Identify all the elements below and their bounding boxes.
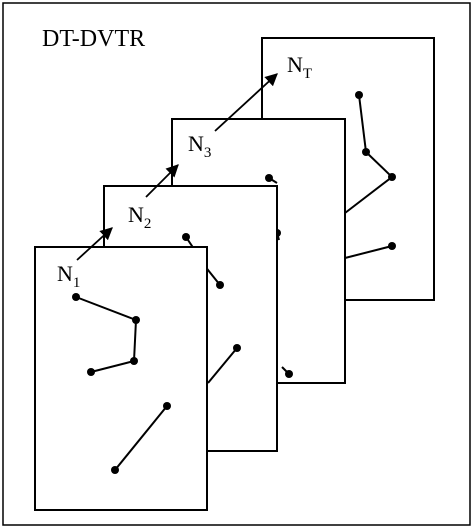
track-node (355, 91, 363, 99)
track-node (362, 148, 370, 156)
layer-n-1-label: N1 (57, 261, 80, 291)
arrow-n1-to-n2 (76, 227, 113, 261)
layer-n-1-label-sub: 1 (73, 275, 81, 291)
layer-n-1: N1 (34, 246, 208, 511)
layer-n-t-label-sub: T (303, 66, 312, 82)
layer-n-t-tracks (344, 94, 394, 259)
track-polyline (344, 94, 394, 214)
layer-n-t-nodes (355, 91, 396, 250)
layer-n-2-nodes (182, 233, 241, 352)
layer-n-t-label-base: N (287, 52, 303, 77)
layer-n-2-label-base: N (128, 202, 144, 227)
progression-arrows (76, 73, 278, 261)
track-node (216, 281, 224, 289)
track-node (87, 368, 95, 376)
track-polyline (75, 296, 138, 373)
layer-n-1-tracks (75, 296, 168, 471)
track-node (285, 370, 293, 378)
track-segment (207, 347, 238, 384)
track-node (233, 344, 241, 352)
track-node (132, 316, 140, 324)
diagram-title: DT-DVTR (42, 26, 145, 52)
layer-n-3-label-sub: 3 (204, 145, 212, 161)
track-node (182, 233, 190, 241)
layer-n-3-label: N3 (188, 131, 211, 161)
arrow-n3-to-nt (214, 73, 278, 132)
layer-n-3-label-base: N (188, 131, 204, 156)
track-node (388, 242, 396, 250)
track-node (163, 402, 171, 410)
track-node (130, 357, 138, 365)
track-node (388, 173, 396, 181)
layer-n-2-label-sub: 2 (144, 216, 152, 232)
layer-n-1-frame (34, 246, 208, 511)
track-node (72, 293, 80, 301)
layer-n-1-nodes (72, 293, 171, 474)
track-node (265, 174, 273, 182)
track-segment (114, 405, 168, 471)
layer-n-t-label: NT (287, 52, 312, 82)
layer-n-2-label: N2 (128, 202, 151, 232)
track-segment (344, 245, 393, 259)
arrow-n2-to-n3 (145, 164, 179, 198)
track-node (111, 466, 119, 474)
layer-n-1-label-base: N (57, 261, 73, 286)
